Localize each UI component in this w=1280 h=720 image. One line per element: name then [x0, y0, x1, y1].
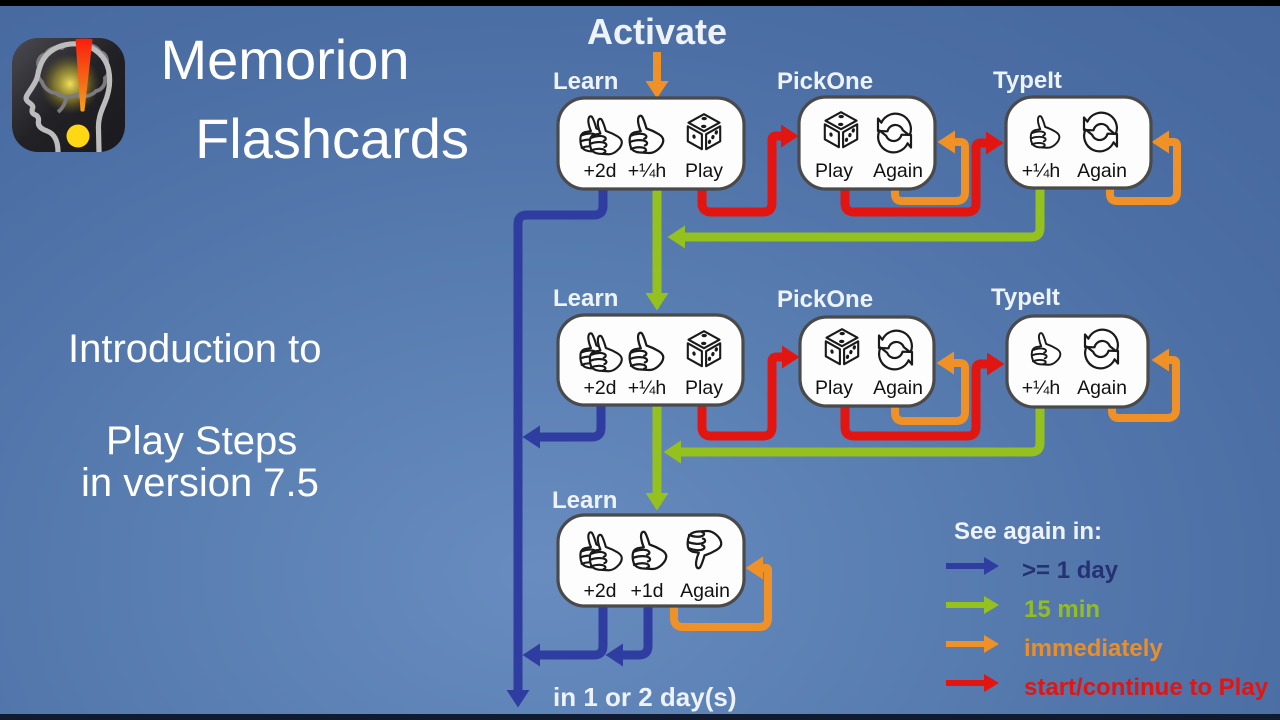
svg-text:Again: Again: [1077, 160, 1127, 182]
svg-text:Introduction to: Introduction to: [68, 327, 322, 371]
svg-text:Play: Play: [685, 160, 723, 182]
svg-text:start/continue to Play: start/continue to Play: [1024, 674, 1269, 701]
svg-text:+¼h: +¼h: [1022, 160, 1061, 182]
svg-text:immediately: immediately: [1024, 635, 1163, 662]
svg-text:+¼h: +¼h: [628, 160, 667, 182]
svg-text:+2d: +2d: [583, 160, 616, 182]
svg-text:in 1 or 2 day(s): in 1 or 2 day(s): [553, 682, 737, 712]
svg-text:Play: Play: [815, 160, 853, 182]
svg-text:Play: Play: [815, 377, 853, 399]
svg-text:+2d: +2d: [583, 377, 616, 399]
svg-text:>= 1 day: >= 1 day: [1022, 557, 1119, 584]
svg-text:Learn: Learn: [552, 487, 617, 514]
svg-text:Flashcards: Flashcards: [195, 107, 469, 170]
svg-text:15 min: 15 min: [1024, 596, 1100, 623]
svg-text:Play: Play: [685, 377, 723, 399]
svg-text:+2d: +2d: [583, 580, 616, 602]
svg-text:Again: Again: [1077, 377, 1127, 399]
svg-text:Again: Again: [873, 160, 923, 182]
svg-text:Learn: Learn: [553, 285, 618, 312]
svg-text:TypeIt: TypeIt: [991, 284, 1060, 311]
svg-text:in version 7.5: in version 7.5: [81, 461, 319, 505]
svg-text:Activate: Activate: [587, 11, 727, 52]
svg-text:+1d: +1d: [630, 580, 663, 602]
svg-text:+¼h: +¼h: [628, 377, 667, 399]
svg-text:Play Steps: Play Steps: [106, 419, 297, 463]
svg-text:Memorion: Memorion: [161, 28, 410, 91]
svg-text:Again: Again: [873, 377, 923, 399]
svg-text:See again in:: See again in:: [954, 518, 1102, 545]
svg-text:+¼h: +¼h: [1022, 377, 1061, 399]
svg-text:Learn: Learn: [553, 68, 618, 95]
svg-text:PickOne: PickOne: [777, 286, 873, 313]
svg-text:Again: Again: [680, 580, 730, 602]
svg-text:PickOne: PickOne: [777, 68, 873, 95]
svg-text:TypeIt: TypeIt: [993, 67, 1062, 94]
